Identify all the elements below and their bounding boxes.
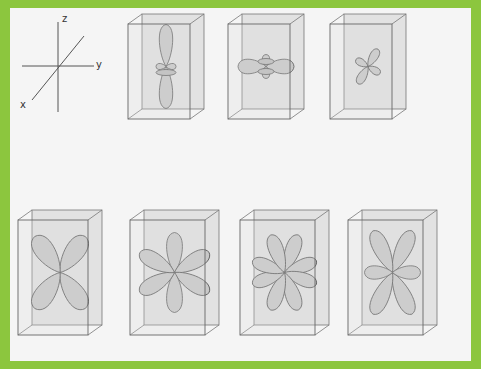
box-edge — [348, 210, 362, 220]
orbital-box — [128, 14, 204, 119]
box-edge — [315, 210, 329, 220]
box-edge — [423, 325, 437, 335]
box-edge — [228, 14, 242, 24]
box-front — [18, 220, 88, 335]
box-edge — [290, 109, 304, 119]
box-edge — [190, 14, 204, 24]
box-edge — [423, 210, 437, 220]
axis-label: y — [96, 60, 102, 70]
orbital-box — [240, 210, 329, 335]
orbital-box — [348, 210, 437, 335]
box-edge — [330, 14, 344, 24]
x-axis — [32, 36, 84, 100]
y-axis — [22, 66, 94, 67]
box-edge — [18, 210, 32, 220]
box-edge — [130, 210, 144, 220]
box-edge — [88, 210, 102, 220]
coordinate-axes — [22, 22, 94, 112]
box-front — [130, 220, 205, 335]
box-edge — [88, 325, 102, 335]
orbital-box — [18, 210, 102, 335]
box-front — [228, 24, 290, 119]
orbital-box — [228, 14, 304, 119]
box-edge — [205, 325, 219, 335]
orbital-box — [330, 14, 406, 119]
box-edge — [128, 14, 142, 24]
box-edge — [315, 325, 329, 335]
box-edge — [392, 14, 406, 24]
ground — [10, 8, 471, 361]
box-front — [348, 220, 423, 335]
orbital-box — [130, 210, 219, 335]
box-front — [128, 24, 190, 119]
axis-label: x — [20, 100, 26, 110]
box-front — [330, 24, 392, 119]
box-edge — [190, 109, 204, 119]
box-edge — [392, 109, 406, 119]
box-edge — [205, 210, 219, 220]
box-edge — [240, 210, 254, 220]
box-edge — [290, 14, 304, 24]
box-front — [240, 220, 315, 335]
axis-label: z — [62, 14, 67, 24]
